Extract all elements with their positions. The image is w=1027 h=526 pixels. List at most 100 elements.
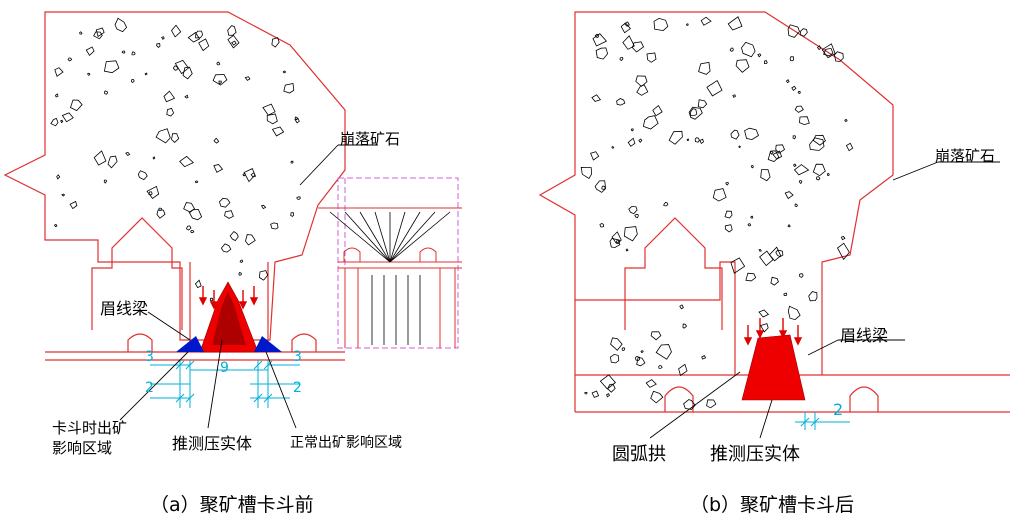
ore-fragment — [630, 128, 634, 132]
panel-a-dim-4: 2 — [293, 380, 302, 396]
ore-fragment — [787, 224, 791, 228]
panel-b-caption: （b）聚矿槽卡斗后 — [690, 494, 855, 516]
ore-fragment — [61, 112, 74, 123]
ore-fragment — [172, 65, 179, 71]
ore-fragment — [619, 56, 624, 62]
ore-fragment — [738, 145, 742, 149]
ore-fragment — [296, 196, 301, 200]
ore-fragment — [683, 399, 696, 410]
ore-fragment — [706, 80, 723, 97]
ore-fragment — [103, 179, 108, 184]
ore-fragment — [697, 99, 708, 109]
ore-fragment — [595, 47, 609, 60]
ore-fragment — [799, 28, 808, 37]
ore-fragment — [179, 155, 195, 168]
ore-fragment — [294, 116, 299, 121]
ore-fragment — [591, 94, 602, 102]
ore-fragment — [729, 47, 734, 52]
ore-fragment — [187, 31, 201, 43]
ore-fragment — [131, 51, 136, 56]
ore-fragment — [224, 210, 234, 219]
ore-fragment — [682, 323, 688, 329]
panel-a-dim-0: 3 — [145, 349, 154, 365]
ore-fragment — [592, 33, 608, 47]
ore-fragment — [599, 374, 616, 390]
ore-fragment — [231, 40, 237, 46]
ore-fragment — [808, 291, 818, 302]
panel-a-jam-zone-line1: 卡斗时出矿 — [52, 419, 128, 437]
ore-fragment — [623, 21, 630, 27]
ore-fragment — [55, 93, 59, 98]
ore-fragment — [668, 130, 683, 145]
panel-a-ore-outline — [3, 11, 346, 341]
ore-fragment — [590, 151, 600, 161]
ore-fragment — [812, 134, 826, 146]
ore-fragment — [601, 185, 606, 190]
ore-fragment — [220, 243, 232, 253]
ore-fragment — [730, 129, 740, 140]
ore-fragment — [227, 34, 240, 49]
ore-fragment — [213, 164, 224, 173]
ore-fragment — [188, 208, 203, 221]
ore-fragment — [797, 90, 801, 94]
ore-fragment — [171, 133, 180, 143]
ore-fragment — [260, 204, 267, 210]
ore-fragment — [212, 74, 228, 86]
ore-fragment — [812, 163, 826, 177]
ore-fragment — [678, 363, 688, 377]
ore-fragment — [156, 43, 161, 48]
ore-fragment — [799, 116, 810, 126]
ore-fragment — [784, 191, 794, 200]
ore-fragment — [283, 83, 295, 94]
ore-fragment — [213, 137, 220, 144]
ore-fragment — [783, 292, 788, 297]
ore-fragment — [125, 151, 131, 157]
ore-fragment — [785, 79, 790, 84]
panel-a-drift — [91, 217, 183, 330]
ore-fragment — [218, 80, 222, 85]
ore-fragment — [792, 135, 796, 140]
ore-fragment — [794, 203, 798, 207]
ore-fragment — [580, 166, 593, 180]
ore-fragment — [635, 75, 648, 87]
ore-fragment — [631, 41, 645, 53]
ore-fragment — [610, 337, 623, 351]
ore-fragment — [615, 239, 621, 245]
panel-b-label-compacted: 推测压实体 — [710, 444, 800, 465]
panel-a-dim-3: 3 — [293, 349, 302, 365]
ore-fragment — [750, 165, 754, 169]
ore-fragment — [787, 24, 800, 38]
ore-fragment — [282, 70, 287, 74]
ore-fragment — [190, 229, 195, 234]
ore-fragment — [155, 128, 171, 144]
ore-fragment — [767, 150, 780, 162]
ore-fragments — [50, 16, 854, 410]
panel-b-label-arch: 圆弧拱 — [612, 444, 666, 465]
ore-fragment — [750, 215, 754, 219]
ore-fragment — [760, 169, 771, 182]
ore-fragment — [642, 115, 659, 130]
panel-b-drift — [624, 217, 723, 330]
panel-a-label-compacted: 推测压实体 — [172, 434, 253, 453]
ore-fragment — [620, 22, 631, 34]
ore-fragment — [262, 103, 276, 116]
ore-fragment — [701, 355, 707, 360]
ore-fragment — [95, 27, 105, 38]
ore-fragment — [652, 104, 663, 117]
ore-fragment — [730, 257, 746, 274]
ore-fragment — [258, 270, 269, 281]
ore-fragment — [198, 38, 210, 52]
ore-fragment — [290, 212, 295, 217]
ore-fragment — [238, 271, 242, 276]
ore-fragment — [621, 347, 626, 351]
ore-fragment — [663, 201, 669, 207]
ore-fragment — [724, 224, 733, 233]
ore-fragment — [271, 126, 285, 137]
ore-fragment — [194, 279, 202, 289]
ore-fragment — [724, 210, 733, 219]
ore-fragment — [759, 323, 769, 333]
ore-fragment — [823, 47, 834, 57]
ore-fragment — [793, 164, 810, 176]
panel-a-jam-zone-line2: 影响区域 — [52, 439, 113, 457]
panel-a-dim-1: 2 — [145, 380, 154, 396]
